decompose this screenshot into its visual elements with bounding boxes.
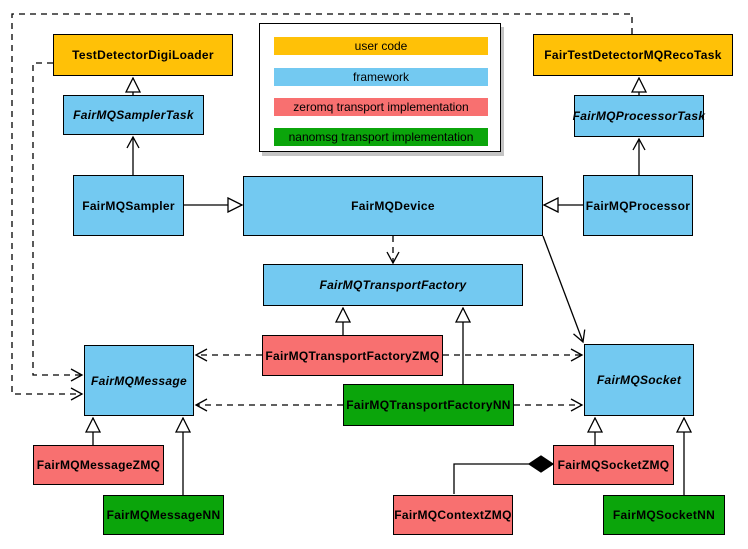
edge-contextzmq-to-socketzmq bbox=[453, 463, 529, 494]
node-fairmq-processor: FairMQProcessor bbox=[583, 175, 693, 236]
node-fairmq-socket: FairMQSocket bbox=[584, 344, 694, 416]
legend: user code framework zeromq transport imp… bbox=[259, 23, 501, 152]
node-fairmq-transport-factory-nn: FairMQTransportFactoryNN bbox=[343, 384, 514, 426]
composition-diamond-icon bbox=[527, 455, 555, 473]
legend-item-user-code: user code bbox=[274, 37, 488, 55]
edge-device-to-socket bbox=[542, 235, 586, 344]
node-fairmq-socket-zmq: FairMQSocketZMQ bbox=[553, 445, 674, 485]
node-fairmq-sampler: FairMQSampler bbox=[73, 175, 184, 236]
node-fairmq-message-nn: FairMQMessageNN bbox=[103, 495, 224, 535]
node-fairmq-sampler-task: FairMQSamplerTask bbox=[63, 95, 204, 135]
legend-item-zeromq: zeromq transport implementation bbox=[274, 98, 488, 116]
node-fair-test-detector-mq-reco-task: FairTestDetectorMQRecoTask bbox=[533, 34, 733, 76]
node-fairmq-processor-task: FairMQProcessorTask bbox=[573, 95, 705, 137]
node-fairmq-device: FairMQDevice bbox=[243, 176, 543, 236]
node-fairmq-transport-factory: FairMQTransportFactory bbox=[263, 264, 523, 306]
node-fairmq-socket-nn: FairMQSocketNN bbox=[603, 495, 725, 535]
legend-item-framework: framework bbox=[274, 68, 488, 86]
node-fairmq-message: FairMQMessage bbox=[84, 345, 194, 416]
node-fairmq-message-zmq: FairMQMessageZMQ bbox=[33, 445, 164, 485]
node-fairmq-transport-factory-zmq: FairMQTransportFactoryZMQ bbox=[262, 335, 443, 376]
node-test-detector-digi-loader: TestDetectorDigiLoader bbox=[53, 34, 233, 76]
legend-item-nanomsg: nanomsg transport implementation bbox=[274, 128, 488, 146]
node-fairmq-context-zmq: FairMQContextZMQ bbox=[393, 495, 513, 535]
